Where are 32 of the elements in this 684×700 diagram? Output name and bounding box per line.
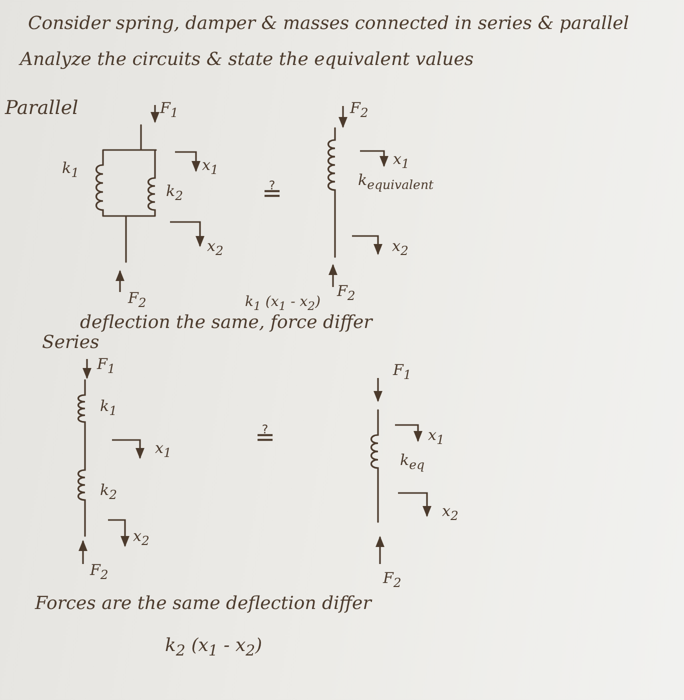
force-formula: k$_{1}$ (x$_{1}$ - x$_{2}$) — [245, 294, 321, 314]
displacement-label: x$_{2}$ — [133, 528, 150, 548]
force-label: F$_{2}$ — [90, 562, 108, 582]
displacement-label: x$_{2}$ — [392, 238, 408, 258]
force-label: F$_{2}$ — [337, 283, 356, 304]
section-heading: Series — [42, 333, 100, 354]
force-formula: k$_{2}$ (x$_{1}$ - x$_{2}$) — [165, 636, 262, 660]
force-label: F$_{1}$ — [97, 356, 116, 376]
heading-text: Consider spring, damper & masses connected in series & parallel — [28, 14, 629, 35]
equality-question-mark: ≟ — [262, 180, 282, 208]
spring-constant-label: k$_{eq}$ — [400, 452, 424, 472]
displacement-label: x$_{1}$ — [202, 157, 218, 178]
displacement-label: x$_{2}$ — [207, 238, 224, 258]
displacement-label: x$_{1}$ — [428, 427, 444, 448]
force-label: F$_{2}$ — [128, 290, 146, 310]
section-heading: Parallel — [5, 98, 78, 120]
displacement-label: x$_{1}$ — [155, 440, 172, 460]
instruction-text: Analyze the circuits & state the equivalent values — [20, 50, 474, 71]
force-label: F$_{1}$ — [393, 362, 412, 382]
displacement-label: x$_{1}$ — [393, 151, 410, 172]
note-text: Forces are the same deflection differ — [35, 594, 372, 615]
equality-question-mark: ≟ — [255, 424, 276, 452]
spring-constant-label: k$_{2}$ — [100, 482, 118, 502]
spring-constant-label: k$_{equivalent}$ — [358, 172, 434, 192]
spring-constant-label: k$_{2}$ — [166, 183, 184, 204]
displacement-label: x$_{2}$ — [442, 503, 458, 524]
note-text: deflection the same, force differ — [80, 313, 372, 334]
force-label: F$_{2}$ — [383, 570, 402, 590]
force-label: F$_{2}$ — [350, 100, 368, 120]
force-label: F$_{1}$ — [160, 100, 178, 120]
spring-constant-label: k$_{1}$ — [62, 160, 80, 180]
spring-constant-label: k$_{1}$ — [100, 398, 118, 418]
